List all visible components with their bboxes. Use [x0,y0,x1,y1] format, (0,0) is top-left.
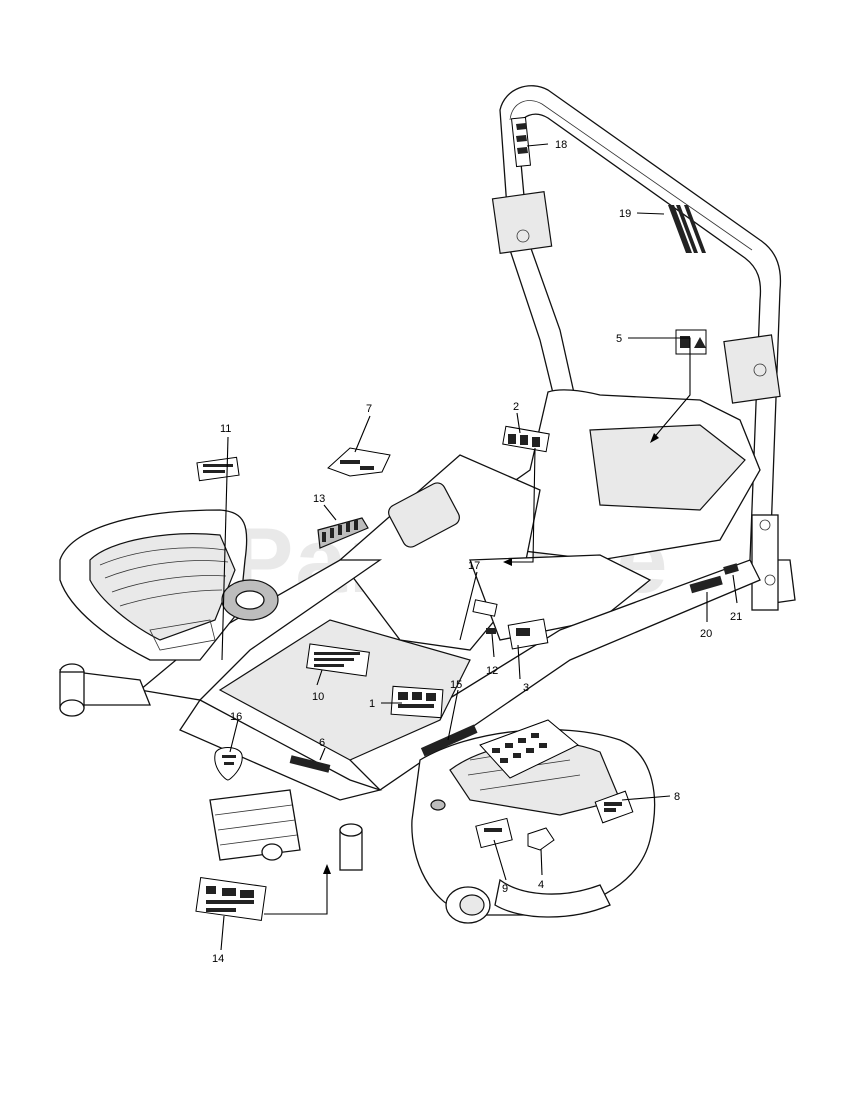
callout-10: 10 [312,691,324,703]
callout-4: 4 [538,879,544,891]
callout-8: 8 [674,791,680,803]
callout-16: 16 [230,711,242,723]
callout-20: 20 [700,628,712,640]
rops-bar [491,85,796,611]
decal-19 [668,205,706,253]
callout-2: 2 [513,401,519,413]
callout-14: 14 [212,953,224,965]
callout-6: 6 [319,737,325,749]
callout-7: 7 [366,403,372,415]
callout-17: 17 [468,560,480,572]
callout-13: 13 [313,493,325,505]
callout-19: 19 [619,208,631,220]
callout-18: 18 [555,139,567,151]
chassis [59,389,761,801]
callout-21: 21 [730,611,742,623]
callout-labels: 1 2 3 4 5 6 7 8 9 10 11 12 13 14 15 16 1… [212,139,742,965]
callout-3: 3 [523,682,529,694]
mower-deck [209,728,656,924]
callout-11: 11 [220,423,231,435]
callout-1: 1 [369,698,375,710]
callout-5: 5 [616,333,622,345]
fuel-tank [59,509,279,661]
callout-9: 9 [502,883,508,895]
callout-12: 12 [486,665,498,677]
callout-15: 15 [450,679,462,691]
leader-lines [220,143,738,951]
decal-plates [195,425,739,921]
